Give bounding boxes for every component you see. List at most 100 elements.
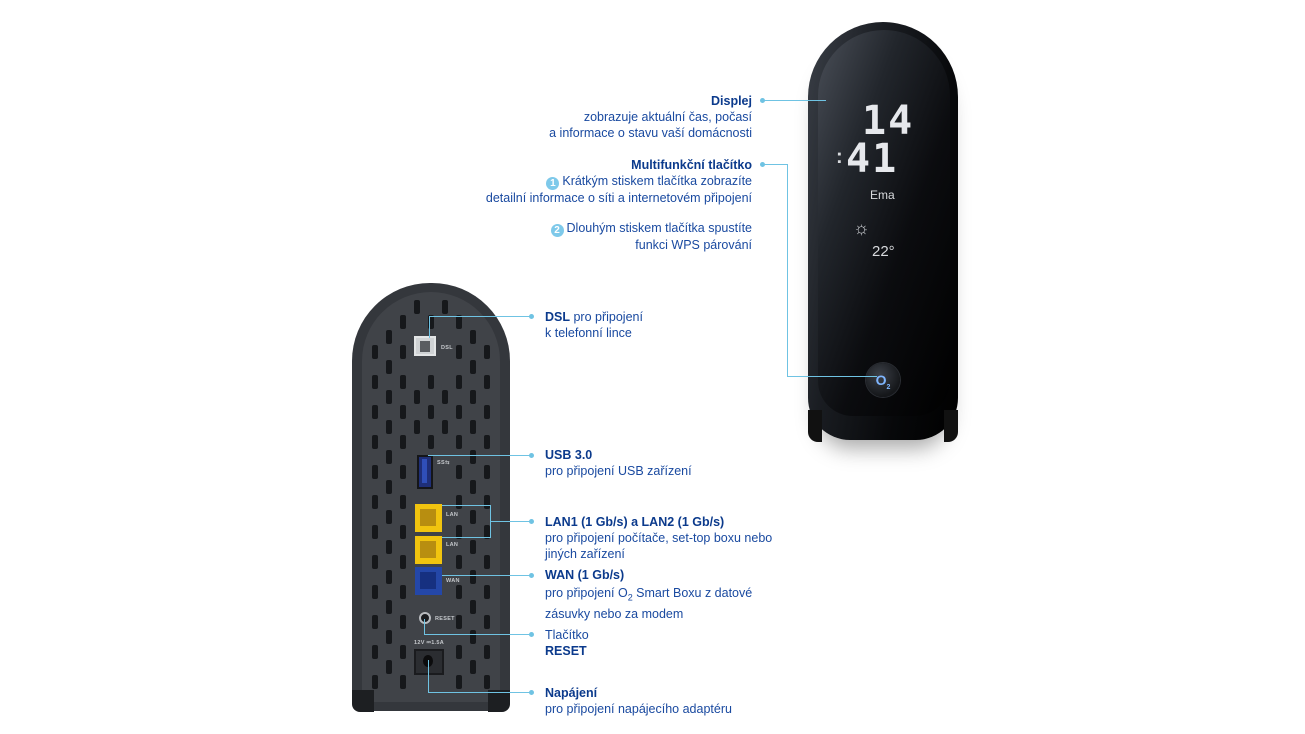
vent-slot — [456, 465, 462, 479]
vent-slot — [386, 510, 392, 524]
vent-slot — [470, 480, 476, 494]
vent-slot — [484, 345, 490, 359]
vent-slot — [484, 375, 490, 389]
usb-port — [417, 455, 433, 489]
vent-slot — [456, 345, 462, 359]
vent-slot — [484, 675, 490, 689]
callout-dsl-line1: pro připojení — [570, 310, 643, 324]
vent-slot — [400, 675, 406, 689]
vent-slot — [470, 570, 476, 584]
vent-slot — [400, 315, 406, 329]
vent-slot — [372, 615, 378, 629]
vent-slot — [400, 525, 406, 539]
vent-slot — [414, 420, 420, 434]
reset-label: RESET — [435, 616, 455, 622]
vent-slot — [372, 495, 378, 509]
vent-slot — [456, 675, 462, 689]
vent-slot — [428, 375, 434, 389]
vent-slot — [484, 555, 490, 569]
vent-slot — [470, 420, 476, 434]
clock-colon: : — [836, 146, 843, 168]
vent-slot — [484, 615, 490, 629]
vent-slot — [372, 375, 378, 389]
usb-port-label: SS⇆ — [437, 460, 450, 466]
callout-wan-line1-pre: pro připojení O — [545, 586, 628, 600]
callout-display: Displej zobrazuje aktuální čas, počasí a… — [549, 93, 752, 141]
callout-power: Napájení pro připojení napájecího adapté… — [545, 685, 732, 717]
callout-dsl: DSL pro připojení k telefonní lince — [545, 309, 643, 341]
vent-slot — [470, 600, 476, 614]
callout-lan-line2: jiných zařízení — [545, 547, 625, 561]
vent-slot — [400, 465, 406, 479]
vent-slot — [484, 465, 490, 479]
vent-slot — [386, 540, 392, 554]
leader-line-multi-h2 — [787, 376, 877, 377]
vent-slot — [414, 300, 420, 314]
wan-port — [415, 567, 442, 595]
vent-slot — [400, 405, 406, 419]
vent-slot — [456, 645, 462, 659]
vent-slot — [386, 660, 392, 674]
temperature: 22° — [872, 243, 895, 260]
vent-slot — [484, 405, 490, 419]
leader-line-lan-v — [490, 505, 491, 538]
vent-slot — [386, 330, 392, 344]
leader-line-display — [764, 100, 826, 101]
leader-dot-display — [760, 98, 765, 103]
vent-slot — [442, 420, 448, 434]
vent-slot — [372, 435, 378, 449]
vent-slot — [400, 435, 406, 449]
callout-lan: LAN1 (1 Gb/s) a LAN2 (1 Gb/s) pro připoj… — [545, 514, 772, 562]
power-port — [414, 649, 444, 675]
callout-multifunction-item2-line1: Dlouhým stiskem tlačítka spustíte — [566, 221, 752, 235]
callout-multifunction-item1-line2: detailní informace o síti a internetovém… — [485, 191, 752, 205]
multifunction-button[interactable]: O2 — [866, 363, 900, 397]
callout-lan-title: LAN1 (1 Gb/s) a LAN2 (1 Gb/s) — [545, 515, 725, 529]
callout-wan: WAN (1 Gb/s) pro připojení O2 Smart Boxu… — [545, 567, 752, 622]
leader-dot-multifunction — [760, 162, 765, 167]
vent-slot — [470, 660, 476, 674]
leader-line-reset-v — [424, 619, 425, 634]
callout-reset-line1: Tlačítko — [545, 628, 589, 642]
leader-dot-wan — [529, 573, 534, 578]
vent-slot — [484, 525, 490, 539]
vent-slot — [470, 510, 476, 524]
callout-wan-line1-sub: 2 — [627, 592, 633, 603]
callout-wan-line1-post: Smart Boxu z datové — [632, 586, 753, 600]
back-foot-left — [352, 690, 374, 712]
vent-slot — [470, 630, 476, 644]
vent-slot — [470, 390, 476, 404]
vent-slot — [442, 300, 448, 314]
leader-dot-power — [529, 690, 534, 695]
vent-slot — [400, 345, 406, 359]
dsl-port-label: DSL — [441, 345, 453, 351]
lan1-port-label: LAN — [446, 512, 459, 518]
leader-line-dsl-h — [429, 316, 530, 317]
vent-slot — [484, 585, 490, 599]
clock-hour: 14 — [862, 98, 915, 144]
vent-slot — [372, 555, 378, 569]
lan2-port-label: LAN — [446, 542, 459, 548]
callout-reset-title: RESET — [545, 644, 587, 658]
vent-slot — [456, 435, 462, 449]
vent-slot — [470, 330, 476, 344]
callout-usb-line1: pro připojení USB zařízení — [545, 464, 692, 478]
vent-slot — [456, 585, 462, 599]
leader-line-lan-top — [442, 505, 490, 506]
number-badge-2: 2 — [550, 224, 564, 237]
leader-dot-reset — [529, 632, 534, 637]
vent-slot — [386, 630, 392, 644]
vent-slot — [386, 420, 392, 434]
reset-button[interactable] — [419, 612, 431, 624]
vent-slot — [400, 495, 406, 509]
leader-dot-lan — [529, 519, 534, 524]
callout-display-line2: a informace o stavu vaší domácnosti — [549, 126, 752, 140]
leader-line-usb — [428, 455, 530, 456]
dsl-port — [414, 336, 436, 356]
vent-slot — [400, 615, 406, 629]
vent-slot — [400, 645, 406, 659]
vent-slot — [456, 615, 462, 629]
vent-slot — [386, 450, 392, 464]
vent-slot — [456, 555, 462, 569]
callout-dsl-line2: k telefonní lince — [545, 326, 632, 340]
